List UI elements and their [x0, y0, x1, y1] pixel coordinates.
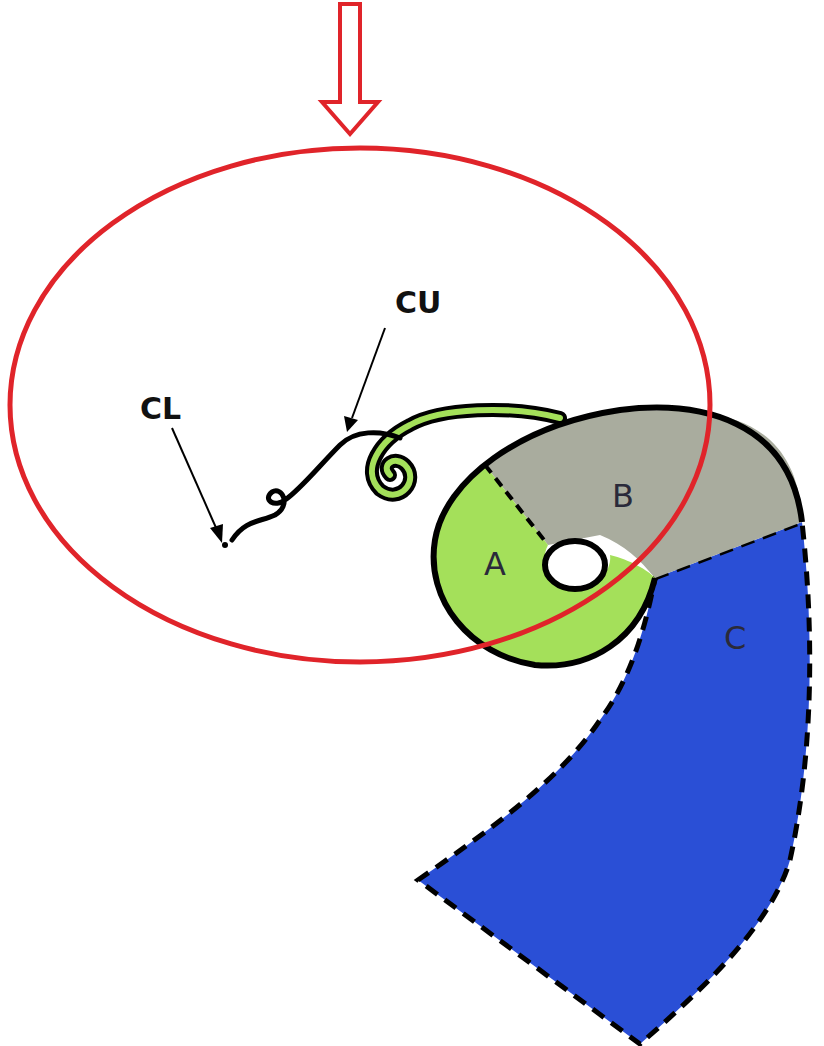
pointer-arrow	[322, 4, 378, 134]
tail-outline	[372, 410, 560, 495]
region-label: C	[724, 622, 746, 654]
curl-line	[232, 433, 400, 540]
arrowhead	[344, 416, 358, 432]
region-label: A	[484, 548, 506, 580]
arrowhead	[210, 524, 223, 543]
end-dot	[222, 542, 228, 548]
leader-line	[172, 428, 217, 530]
part-label: CU	[395, 288, 441, 318]
focus-ellipse	[10, 148, 710, 662]
region-label: B	[612, 480, 634, 512]
outline	[434, 408, 802, 666]
part-label: CL	[140, 394, 181, 424]
hole	[545, 541, 605, 589]
border-ab	[485, 465, 548, 545]
tail-fill	[372, 410, 560, 495]
leader-line	[352, 328, 385, 418]
